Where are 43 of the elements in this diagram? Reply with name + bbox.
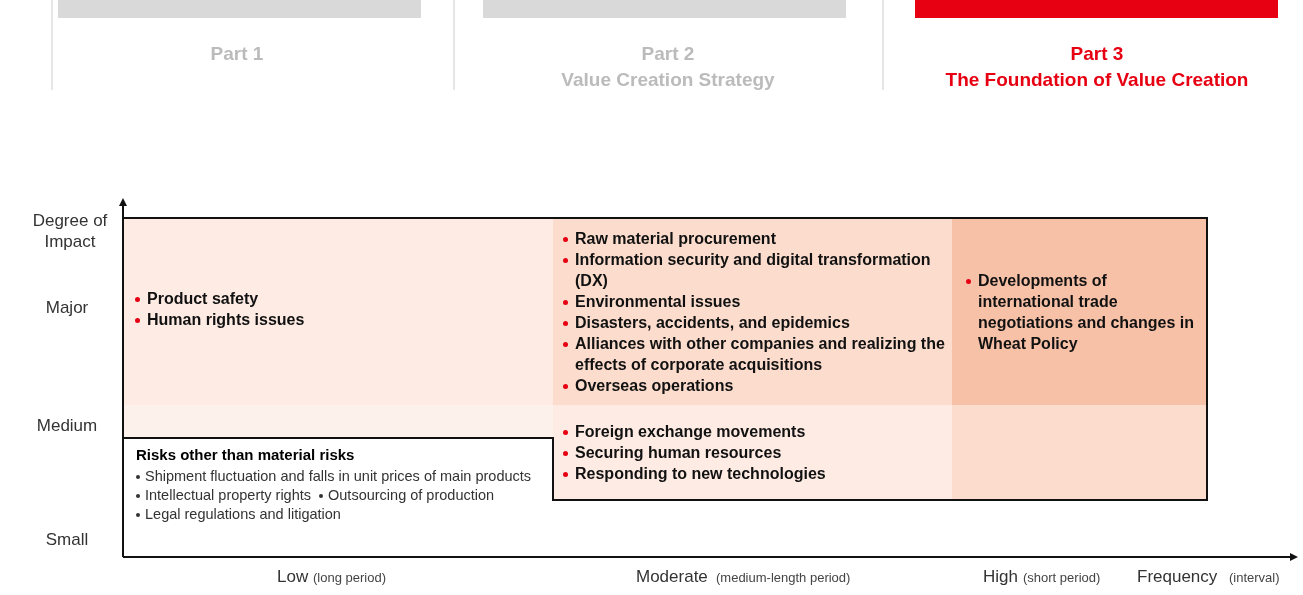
box-heading: Risks other than material risks — [136, 446, 355, 463]
axis-label: Medium — [36, 416, 98, 436]
matrix-cell — [123, 218, 553, 405]
risk-item: Responding to new technologies — [575, 465, 826, 482]
risk-item: Alliances with other companies and realizing the effects of corporate acquisitions — [575, 335, 945, 373]
risk-item: Disasters, accidents, and epidemics — [575, 314, 850, 331]
risk-item: Environmental issues — [575, 293, 741, 310]
axis-note: (medium-length period) — [716, 570, 851, 585]
axis-label: High — [983, 567, 1018, 587]
risk-item: Human rights issues — [147, 311, 305, 328]
risk-item: Overseas operations — [575, 377, 734, 394]
axis-label: Moderate — [636, 567, 708, 587]
risk-item: Foreign exchange movements — [575, 423, 806, 440]
tab-bar — [483, 0, 846, 18]
risk-item: Raw material procurement — [575, 230, 776, 247]
risk-item: Developments of international trade negotiations and changes in Wheat Policy — [978, 272, 1195, 352]
axis-label: Small — [45, 530, 89, 550]
axis-note: (interval) — [1229, 570, 1280, 585]
risk-item: Intellectual property rights — [145, 487, 312, 503]
matrix-cell — [553, 405, 952, 500]
matrix-cell — [952, 218, 1207, 405]
axis-note: (short period) — [1023, 570, 1101, 585]
part-number: Part 1 — [210, 43, 264, 65]
tab-bar — [58, 0, 421, 18]
part-title: The Foundation of Value Creation — [945, 69, 1249, 91]
active-tab-bar — [915, 0, 1278, 18]
axis-note: (long period) — [313, 570, 386, 585]
risk-item: Securing human resources — [575, 444, 782, 461]
matrix-cell — [123, 405, 553, 438]
part-number: Part 2 — [641, 43, 695, 65]
axis-label: Frequency — [1137, 567, 1218, 587]
matrix-cell — [952, 405, 1207, 500]
risk-item: Shipment fluctuation and falls in unit prices of main products — [145, 468, 532, 484]
risk-item: Legal regulations and litigation — [145, 506, 341, 522]
risk-item: Information security and digital transformation (DX) — [575, 251, 931, 289]
axis-title: Degree of Impact — [31, 210, 109, 252]
matrix-cell — [553, 218, 952, 405]
risk-item: Outsourcing of production — [328, 487, 495, 503]
risk-item: Product safety — [147, 290, 259, 307]
axis-label: Low — [277, 567, 309, 587]
axis-label: Major — [45, 298, 89, 318]
part-title: Value Creation Strategy — [561, 69, 775, 91]
part-number: Part 3 — [1070, 43, 1124, 65]
